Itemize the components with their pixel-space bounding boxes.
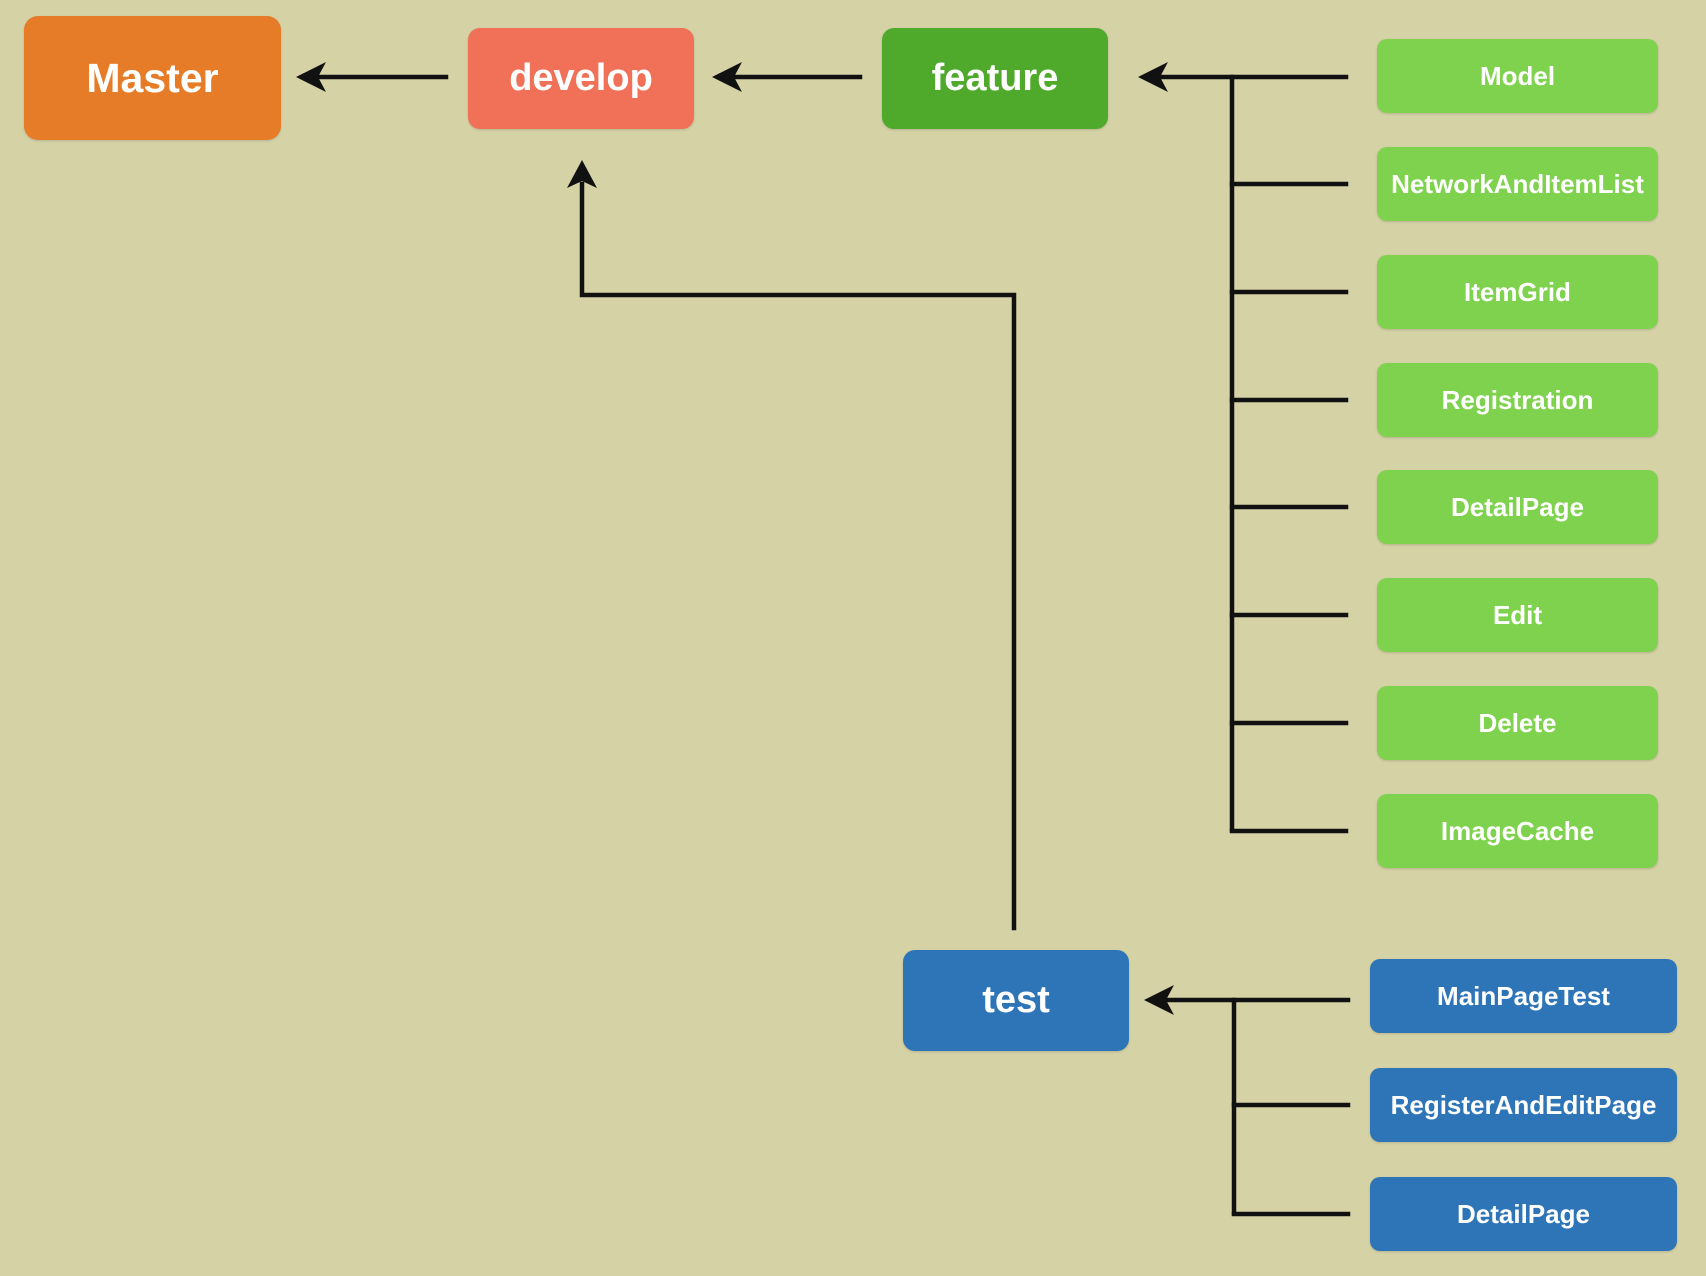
arrowhead-develop: [712, 62, 742, 92]
feature-branch-item[interactable]: ItemGrid: [1377, 255, 1658, 329]
test-branch-item[interactable]: MainPageTest: [1370, 959, 1677, 1033]
feature-branch-item[interactable]: Model: [1377, 39, 1658, 113]
feature-branch-label: Edit: [1492, 599, 1543, 630]
master-node[interactable]: Master: [24, 16, 281, 140]
feature-branch-item[interactable]: Registration: [1377, 363, 1658, 437]
test-branch-label: MainPageTest: [1437, 980, 1610, 1011]
arrow-test-to-develop: [579, 181, 1017, 931]
feature-branch-item[interactable]: DetailPage: [1377, 470, 1658, 544]
feature-branch-item[interactable]: Delete: [1377, 686, 1658, 760]
feature-branch-label: Delete: [1478, 707, 1557, 738]
arrowhead-test: [1144, 985, 1174, 1015]
feature-branch-item[interactable]: NetworkAndItemList: [1377, 147, 1658, 221]
feature-branch-label: DetailPage: [1451, 491, 1584, 522]
feature-bus-ticks: [1229, 181, 1349, 834]
test-node[interactable]: test: [903, 950, 1129, 1051]
develop-label: develop: [509, 57, 653, 99]
test-label: test: [982, 979, 1050, 1021]
feature-branch-item[interactable]: Edit: [1377, 578, 1658, 652]
test-branch-item[interactable]: RegisterAndEditPage: [1370, 1068, 1677, 1142]
arrowhead-master: [296, 62, 326, 92]
feature-branch-item[interactable]: ImageCache: [1377, 794, 1658, 868]
arrowhead-develop-up: [567, 160, 597, 188]
feature-branch-label: Model: [1479, 60, 1556, 91]
master-label: Master: [86, 54, 219, 101]
feature-branch-label: ItemGrid: [1464, 276, 1571, 307]
feature-label: feature: [931, 57, 1059, 99]
develop-node[interactable]: develop: [468, 28, 694, 129]
test-branch-label: DetailPage: [1457, 1198, 1590, 1229]
test-bus-ticks: [1231, 1102, 1351, 1217]
feature-branch-label: NetworkAndItemList: [1391, 168, 1644, 199]
arrowhead-feature: [1138, 62, 1168, 92]
test-branch-item[interactable]: DetailPage: [1370, 1177, 1677, 1251]
test-branch-label: RegisterAndEditPage: [1390, 1089, 1657, 1120]
feature-node[interactable]: feature: [882, 28, 1108, 129]
feature-branch-label: Registration: [1441, 384, 1594, 415]
feature-branch-label: ImageCache: [1440, 815, 1595, 846]
